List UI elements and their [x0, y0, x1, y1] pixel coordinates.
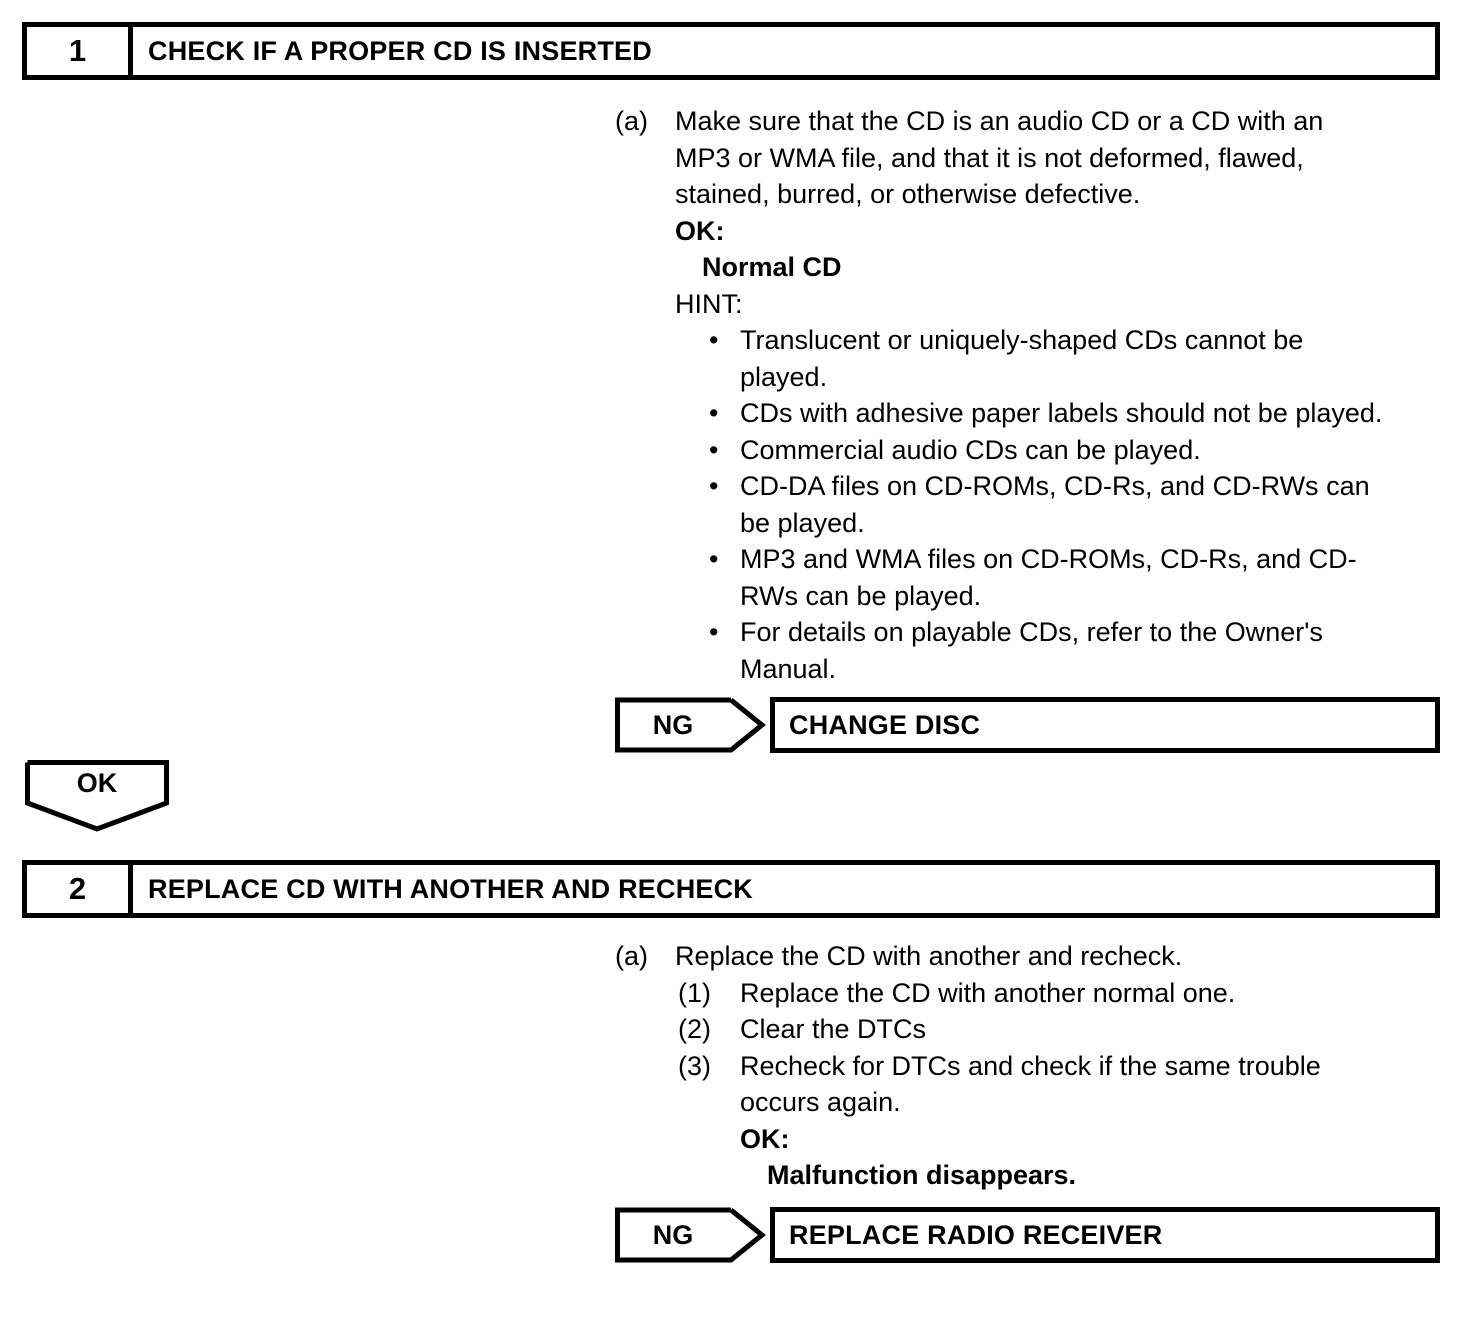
list-item: (3) Recheck for DTCs and check if the sa…: [678, 1048, 1445, 1194]
list-item-number: (1): [678, 977, 711, 1008]
list-item-text: Replace the CD with another normal one.: [740, 975, 1445, 1012]
sub-item-line: occurs again.: [740, 1087, 901, 1117]
sub-item-line: Clear the DTCs: [740, 1014, 927, 1044]
list-item: • CD-DA files on CD-ROMs, CD-Rs, and CD-…: [704, 468, 1445, 541]
step-1-item-a-text: Make sure that the CD is an audio CD or …: [675, 103, 1445, 687]
bullet-line: MP3 and WMA files on CD-ROMs, CD-Rs, and…: [740, 544, 1357, 574]
sub-item-line: Recheck for DTCs and check if the same t…: [740, 1050, 1321, 1081]
bullet-line: Manual.: [740, 653, 837, 684]
list-item: (1) Replace the CD with another normal o…: [678, 975, 1445, 1012]
paragraph-line: MP3 or WMA file, and that it is not defo…: [675, 142, 1304, 173]
list-item-text: CDs with adhesive paper labels should no…: [740, 395, 1445, 432]
step-1-hint-label: HINT:: [675, 288, 743, 319]
step-1-item-a-label: (a): [615, 106, 648, 136]
step-2-ok-value: Malfunction disappears.: [767, 1160, 1077, 1190]
bullet-line: Translucent or uniquely-shaped CDs canno…: [740, 325, 1304, 355]
bullet-line: CDs with adhesive paper labels should no…: [740, 398, 1383, 428]
list-item-text: Translucent or uniquely-shaped CDs canno…: [740, 322, 1445, 395]
step-2-number: 2: [27, 865, 133, 913]
sub-item-line: Replace the CD with another normal one.: [740, 977, 1236, 1008]
step-2-ng-label: NG: [652, 1219, 694, 1250]
bullet-icon: •: [709, 617, 719, 647]
list-item-number: (2): [678, 1014, 711, 1044]
ng-arrow-icon: [615, 1207, 767, 1263]
list-item: • Commercial audio CDs can be played.: [704, 432, 1445, 469]
step-1-hint-list: • Translucent or uniquely-shaped CDs can…: [675, 322, 1445, 687]
step-2-item-a: (a) Replace the CD with another and rech…: [615, 938, 1445, 1194]
bullet-icon: •: [709, 471, 719, 501]
step-1-title: CHECK IF A PROPER CD IS INSERTED: [148, 35, 652, 66]
list-item-text: For details on playable CDs, refer to th…: [740, 614, 1445, 687]
list-item-number: (3): [678, 1050, 711, 1081]
list-item: • Translucent or uniquely-shaped CDs can…: [704, 322, 1445, 395]
step-1-ok-value: Normal CD: [702, 252, 842, 282]
step-2-sub-list: (1) Replace the CD with another normal o…: [675, 975, 1445, 1194]
step-2-body: (a) Replace the CD with another and rech…: [615, 938, 1445, 1194]
bullet-line: played.: [740, 361, 828, 392]
bullet-icon: •: [709, 544, 719, 574]
step-1-ok-label: OK:: [675, 215, 725, 246]
bullet-line: be played.: [740, 507, 865, 538]
ok-connector-arrow: OK: [25, 760, 169, 832]
list-item: • CDs with adhesive paper labels should …: [704, 395, 1445, 432]
list-item: (2) Clear the DTCs: [678, 1011, 1445, 1048]
list-item-text: Commercial audio CDs can be played.: [740, 432, 1445, 469]
step-2-ok-label: OK:: [740, 1123, 790, 1154]
paragraph-line: Make sure that the CD is an audio CD or …: [675, 106, 1324, 136]
bullet-icon: •: [709, 434, 719, 465]
step-1-header: 1 CHECK IF A PROPER CD IS INSERTED: [22, 22, 1440, 80]
list-item-text: Clear the DTCs: [740, 1011, 1445, 1048]
bullet-line: For details on playable CDs, refer to th…: [740, 617, 1323, 647]
step-2-ng-result: REPLACE RADIO RECEIVER: [770, 1207, 1440, 1263]
bullet-icon: •: [709, 325, 719, 355]
paragraph-line: Replace the CD with another and recheck.: [675, 941, 1183, 971]
step-1-ng-result: CHANGE DISC: [770, 697, 1440, 753]
list-item: • MP3 and WMA files on CD-ROMs, CD-Rs, a…: [704, 541, 1445, 614]
ng-arrow-icon: [615, 697, 767, 753]
paragraph-line: stained, burred, or otherwise defective.: [675, 179, 1141, 209]
list-item-text: CD-DA files on CD-ROMs, CD-Rs, and CD-RW…: [740, 468, 1445, 541]
step-1-item-a: (a) Make sure that the CD is an audio CD…: [615, 103, 1445, 687]
step-1-ng-label: NG: [652, 709, 694, 740]
list-item-text: Recheck for DTCs and check if the same t…: [740, 1048, 1445, 1194]
step-2-item-a-label: (a): [615, 941, 648, 971]
ok-connector-label: OK: [76, 767, 118, 798]
bullet-line: Commercial audio CDs can be played.: [740, 434, 1201, 465]
bullet-line: RWs can be played.: [740, 580, 982, 611]
step-1-number: 1: [27, 27, 133, 75]
list-item: • For details on playable CDs, refer to …: [704, 614, 1445, 687]
step-2-item-a-text: Replace the CD with another and recheck.…: [675, 938, 1445, 1194]
bullet-line: CD-DA files on CD-ROMs, CD-Rs, and CD-RW…: [740, 471, 1370, 501]
step-1-ng-row: NG CHANGE DISC: [615, 697, 1440, 753]
list-item-text: MP3 and WMA files on CD-ROMs, CD-Rs, and…: [740, 541, 1445, 614]
step-1-body: (a) Make sure that the CD is an audio CD…: [615, 103, 1445, 687]
bullet-icon: •: [709, 398, 719, 428]
step-2-header: 2 REPLACE CD WITH ANOTHER AND RECHECK: [22, 860, 1440, 918]
step-2-ng-row: NG REPLACE RADIO RECEIVER: [615, 1207, 1440, 1263]
step-2-title: REPLACE CD WITH ANOTHER AND RECHECK: [148, 873, 753, 904]
